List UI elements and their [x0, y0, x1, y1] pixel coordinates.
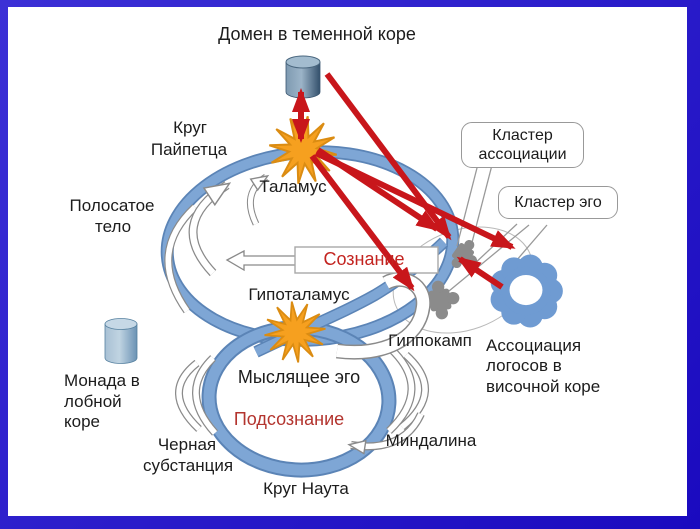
- striatum-label-line1: Полосатое: [69, 196, 155, 215]
- parietal-domain-cylinder-icon: [285, 55, 321, 99]
- thalamus-label: Таламус: [259, 177, 327, 196]
- logos-association-label-line3: височной коре: [486, 377, 601, 396]
- substantia-nigra-label-line1: Черная: [157, 435, 217, 454]
- parietal-domain-label: Домен в теменной коре: [218, 24, 416, 44]
- logos-association-label-line2: логосов в: [486, 356, 562, 375]
- association-cluster-bubble: Кластер ассоциации: [461, 122, 584, 168]
- frontal-monad-label-line1: Монада в: [64, 371, 140, 390]
- papez-circuit-label-line2: Пайпетца: [150, 140, 228, 159]
- diagram-shapes: [104, 55, 563, 478]
- logos-association-label-line1: Ассоциация: [486, 336, 582, 355]
- hippocampus-label: Гиппокамп: [388, 331, 472, 350]
- thinking-ego-label: Мыслящее эго: [237, 367, 361, 387]
- diagram-canvas: Домен в теменной коре Круг Пайпетца Тала…: [8, 7, 687, 516]
- amygdala-label: Миндалина: [385, 431, 477, 450]
- frontal-monad-cylinder-icon: [104, 318, 138, 364]
- nauta-circuit-label: Круг Наута: [263, 479, 349, 498]
- logos-flower-icon: [490, 254, 563, 328]
- papez-circuit-label-line1: Круг: [173, 118, 207, 137]
- association-cluster-label-line2: ассоциации: [478, 146, 567, 163]
- frontal-monad-label-line3: коре: [64, 412, 100, 431]
- frontal-monad-label-line2: лобной: [64, 392, 122, 411]
- consciousness-label: Сознание: [323, 249, 405, 269]
- striatum-label-line2: тело: [94, 217, 132, 236]
- ego-cluster-bubble: Кластер эго: [498, 186, 618, 219]
- substantia-nigra-label-line2: субстанция: [142, 456, 234, 475]
- hypothalamus-label: Гипоталамус: [248, 285, 350, 304]
- association-cluster-label-line1: Кластер: [492, 127, 553, 144]
- subconscious-label: Подсознание: [233, 409, 345, 429]
- red-arrows: [292, 72, 516, 292]
- ego-cluster-label: Кластер эго: [514, 194, 602, 211]
